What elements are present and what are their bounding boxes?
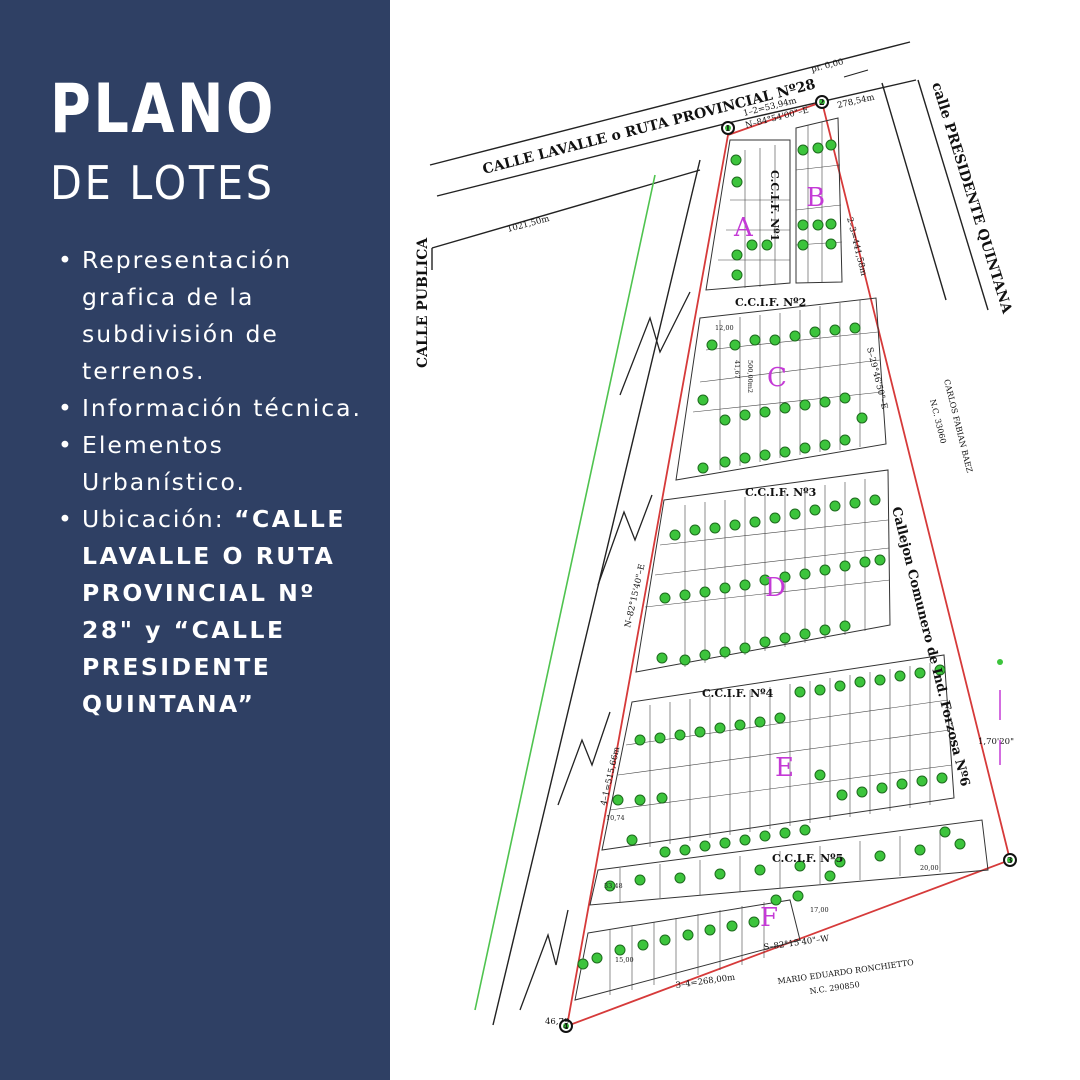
info-panel: PLANO DE LOTES Representación grafica de… <box>0 0 390 1080</box>
street-label-west: CALLE PUBLICA <box>415 237 431 368</box>
location-emphasis: “CALLE LAVALLE O RUTA PROVINCIAL Nº 28" … <box>82 505 346 718</box>
vertex-1-label: 1 <box>725 123 731 133</box>
lot-dim-2: 41,67 <box>733 360 741 379</box>
bullet-item: Representación grafica de la subdivisión… <box>58 242 378 390</box>
neighbor-1-name: CARLOS FABIAN BAEZ <box>942 378 974 474</box>
block-label-4: C.C.I.F. Nº4 <box>702 687 774 700</box>
block-label-1: C.C.I.F. Nº1 <box>768 170 781 241</box>
lot-dimension-labels: 12,00 41,67 500,00m2 15,00 17,00 20,00 3… <box>604 324 939 964</box>
direction-markers <box>519 291 691 1011</box>
block-letter-b: B <box>806 183 825 213</box>
neighbor-1-nc: N.C. 33060 <box>928 398 948 444</box>
block-letter-a: A <box>733 213 754 243</box>
block-letters: A B C D E F <box>733 183 825 933</box>
block-letter-f: F <box>760 903 778 933</box>
lot-dim-4: 15,00 <box>615 956 634 964</box>
lot-dim-7: 33,48 <box>604 882 623 890</box>
lot-dim-1: 12,00 <box>715 324 734 332</box>
block-label-2: C.C.I.F. Nº2 <box>735 296 806 309</box>
lot-dim-6: 20,00 <box>920 864 939 872</box>
vertex-numbers: 1 2 3 4 <box>563 97 1013 1031</box>
lot-dim-5: 17,00 <box>810 906 829 914</box>
street-label-east: calle PRESIDENTE QUINTANA <box>928 80 1015 316</box>
lot-dim-3: 500,00m2 <box>746 360 754 393</box>
bullet-text: Representación grafica de la subdivisión… <box>82 246 293 385</box>
subdivision-plan: CALLE LAVALLE o RUTA PROVINCIAL Nº28 cal… <box>415 41 1017 1033</box>
vertex-3-label: 3 <box>1007 855 1013 865</box>
vertex-markers-fill <box>563 99 1013 1029</box>
neighbor-2-nc: N.C. 290850 <box>809 980 860 996</box>
bullet-item: Ubicación: “CALLE LAVALLE O RUTA PROVINC… <box>58 501 378 723</box>
measure-2-3: 2–3=441,58m <box>844 216 868 277</box>
lot-markers <box>577 139 966 970</box>
vertex-4-label: 4 <box>563 1021 569 1031</box>
measure-3-4: 3–4=268,00m <box>675 973 736 991</box>
bullet-text: Elementos Urbanístico. <box>82 431 246 496</box>
lot-dim-8: 10,74 <box>606 814 625 822</box>
bullet-item: Información técnica. <box>58 390 378 427</box>
block-outlines <box>574 117 989 1001</box>
corner-mark: 1,70'20" <box>978 737 1014 747</box>
title-line-1: PLANO <box>50 70 276 149</box>
road-length: 1021,50m <box>506 214 550 235</box>
top-mark: pr. 0,00 <box>810 57 844 75</box>
lot-divisions <box>609 122 953 995</box>
vertex-2-label: 2 <box>819 97 825 107</box>
block-label-3: C.C.I.F. Nº3 <box>745 486 816 499</box>
bullet-list: Representación grafica de la subdivisión… <box>58 242 378 723</box>
east-length: 278,54m <box>836 93 875 111</box>
street-lines <box>429 41 989 1026</box>
bullet-prefix: Ubicación: <box>82 505 235 533</box>
west-mark: 46,79 <box>545 1017 569 1027</box>
block-label-5: C.C.I.F. Nº5 <box>772 852 843 865</box>
title-line-2: DE LOTES <box>50 156 275 210</box>
street-label-north: CALLE LAVALLE o RUTA PROVINCIAL Nº28 <box>481 76 817 177</box>
block-letter-c: C <box>767 363 787 393</box>
bullet-item: Elementos Urbanístico. <box>58 427 378 501</box>
block-letter-d: D <box>765 573 786 603</box>
bearing-3-4: S–82°15'40"–W <box>763 934 830 953</box>
block-letter-e: E <box>775 753 794 783</box>
vertex-markers <box>559 95 1017 1033</box>
north-arrow-mark <box>997 659 1003 765</box>
bullet-text: Información técnica. <box>82 394 363 422</box>
